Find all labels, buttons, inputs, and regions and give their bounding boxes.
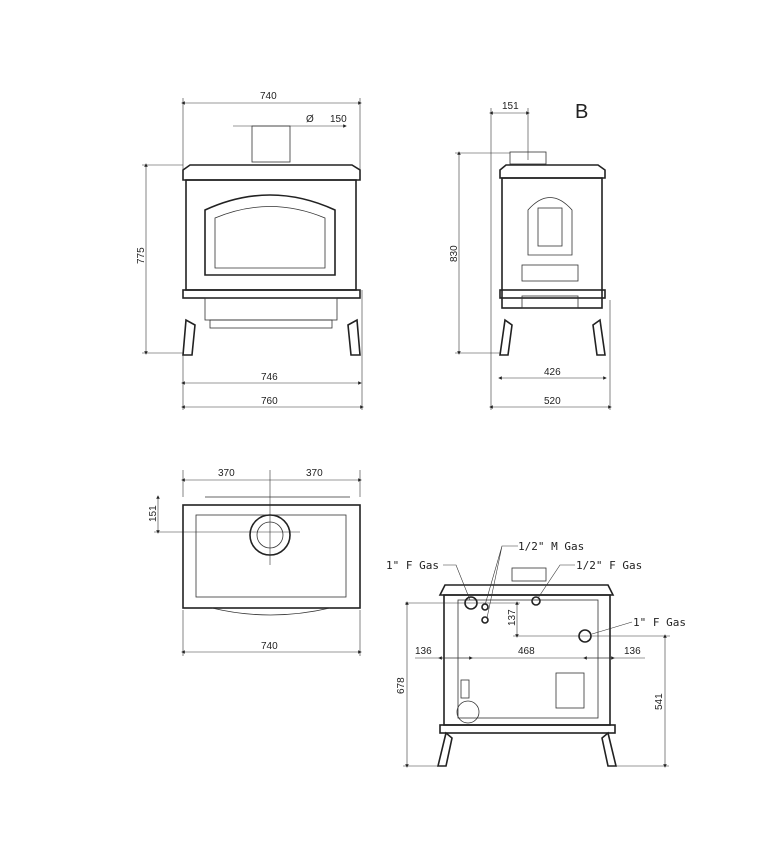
dim-top-width: 740 (261, 641, 278, 652)
dim-front-width-overall: 760 (261, 396, 278, 407)
dim-back-468: 468 (518, 646, 535, 657)
label-half-inch-f-gas: 1/2" F Gas (576, 559, 642, 572)
front-view: 740 Ø 150 775 746 760 (136, 91, 364, 410)
dim-top-half-left: 370 (218, 468, 235, 479)
side-view: 151 830 426 520 (449, 101, 612, 410)
dim-back-678: 678 (396, 677, 407, 694)
dim-back-137: 137 (507, 609, 518, 626)
label-1in-f-gas-right: 1" F Gas (633, 616, 686, 629)
label-1in-f-gas-left: 1" F Gas (386, 559, 439, 572)
dim-side-depth: 520 (544, 396, 561, 407)
dim-side-height: 830 (449, 245, 460, 262)
dim-front-width-top: 740 (260, 91, 277, 102)
dim-back-541: 541 (654, 693, 665, 710)
dim-side-leg-span: 426 (544, 367, 561, 378)
dim-back-136-left: 136 (415, 646, 432, 657)
dim-top-flue-offset: 151 (148, 505, 159, 522)
back-view: 1/2" M Gas 1" F Gas 1/2" F Gas 1" F Gas … (386, 540, 686, 768)
dim-back-136-right: 136 (624, 646, 641, 657)
top-view: 370 370 151 740 (148, 468, 362, 656)
label-half-inch-m-gas: 1/2" M Gas (518, 540, 584, 553)
dim-flue-diameter: 150 (330, 114, 347, 125)
view-letter: B (575, 101, 588, 123)
dim-flue-symbol: Ø (306, 114, 314, 125)
dim-side-flue-offset: 151 (502, 101, 519, 112)
dim-front-width-base: 746 (261, 372, 278, 383)
dim-top-half-right: 370 (306, 468, 323, 479)
dim-front-height: 775 (136, 247, 147, 264)
